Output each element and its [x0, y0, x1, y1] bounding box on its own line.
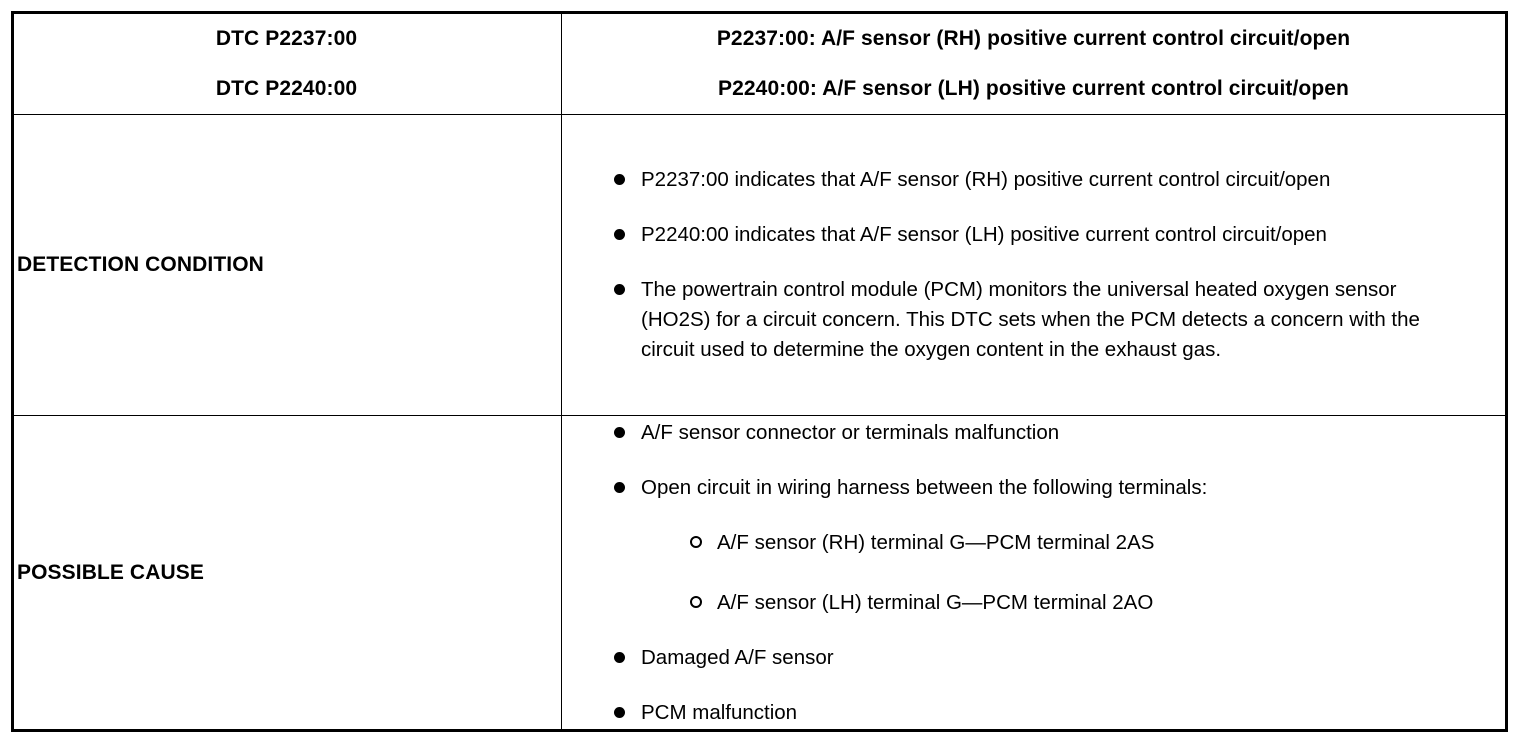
header-cell-dtc-codes: DTC P2237:00 DTC P2240:00 [14, 14, 562, 114]
hollow-bullet-icon [690, 588, 717, 618]
list-item: A/F sensor (LH) terminal G—PCM terminal … [562, 588, 1469, 618]
list-item: A/F sensor connector or terminals malfun… [562, 418, 1469, 448]
list-item-text: Open circuit in wiring harness between t… [641, 475, 1208, 499]
filled-bullet-icon [614, 418, 641, 448]
list-item: The powertrain control module (PCM) moni… [562, 275, 1469, 365]
list-item: PCM malfunction [562, 698, 1469, 728]
hollow-bullet-icon [690, 528, 717, 558]
list-item-text: Damaged A/F sensor [641, 645, 834, 669]
dtc-code-line-2: DTC P2240:00 [215, 77, 358, 100]
dtc-code-line-1: DTC P2237:00 [215, 26, 358, 50]
list-item: Damaged A/F sensor [562, 643, 1469, 673]
list-item-text: A/F sensor (RH) terminal G—PCM terminal … [717, 530, 1155, 554]
filled-bullet-icon [614, 220, 641, 250]
list-item-text: A/F sensor connector or terminals malfun… [641, 420, 1060, 444]
dtc-description-line-1: P2237:00: A/F sensor (RH) positive curre… [716, 26, 1351, 50]
list-item-text: P2237:00 indicates that A/F sensor (RH) … [641, 168, 1331, 191]
filled-bullet-icon [614, 698, 641, 728]
list-item-text: The powertrain control module (PCM) moni… [641, 278, 1420, 361]
section-label-detection-condition: DETECTION CONDITION [17, 253, 264, 276]
list-item: A/F sensor (RH) terminal G—PCM terminal … [562, 528, 1469, 558]
filled-bullet-icon [614, 473, 641, 503]
content-cell-possible-cause: A/F sensor connector or terminals malfun… [562, 416, 1505, 729]
list-item: Open circuit in wiring harness between t… [562, 473, 1469, 503]
detection-condition-bullet-list: P2237:00 indicates that A/F sensor (RH) … [562, 165, 1505, 365]
list-item: P2240:00 indicates that A/F sensor (LH) … [562, 220, 1469, 250]
filled-bullet-icon [614, 643, 641, 673]
table-row-detection-condition: DETECTION CONDITION P2237:00 indicates t… [14, 114, 1505, 415]
dtc-code-stack: DTC P2237:00 DTC P2240:00 [14, 14, 561, 114]
list-item-text: PCM malfunction [641, 700, 798, 724]
filled-bullet-icon [614, 165, 641, 195]
dtc-description-stack: P2237:00: A/F sensor (RH) positive curre… [562, 14, 1505, 114]
dtc-diagnostic-table: DTC P2237:00 DTC P2240:00 P2237:00: A/F … [11, 11, 1508, 732]
possible-cause-bullet-list: A/F sensor connector or terminals malfun… [562, 418, 1505, 728]
list-item: P2237:00 indicates that A/F sensor (RH) … [562, 165, 1469, 195]
section-label-possible-cause: POSSIBLE CAUSE [17, 560, 204, 584]
list-item-text: P2240:00 indicates that A/F sensor (LH) … [641, 223, 1327, 246]
dtc-description-line-2: P2240:00: A/F sensor (LH) positive curre… [718, 77, 1349, 100]
filled-bullet-icon [614, 275, 641, 305]
table-header-row: DTC P2237:00 DTC P2240:00 P2237:00: A/F … [14, 14, 1505, 114]
content-cell-detection-condition: P2237:00 indicates that A/F sensor (RH) … [562, 115, 1505, 415]
header-cell-dtc-descriptions: P2237:00: A/F sensor (RH) positive curre… [562, 14, 1505, 114]
list-item-text: A/F sensor (LH) terminal G—PCM terminal … [717, 590, 1154, 614]
label-cell-detection-condition: DETECTION CONDITION [14, 115, 562, 415]
table-row-possible-cause: POSSIBLE CAUSE A/F sensor connector or t… [14, 415, 1505, 729]
label-cell-possible-cause: POSSIBLE CAUSE [14, 416, 562, 729]
